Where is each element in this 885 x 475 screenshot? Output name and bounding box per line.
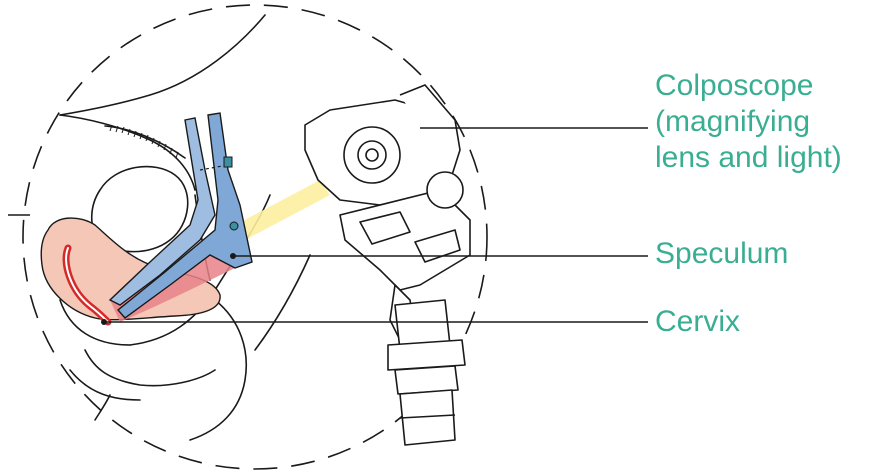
speculum-label: Speculum (655, 237, 789, 270)
pelvic-anatomy-illustration (59, 14, 311, 441)
colposcope-illustration (304, 84, 471, 446)
speculum-illustration (108, 112, 253, 319)
colposcope-label-line2: (magnifying (655, 105, 811, 138)
light-beam (235, 180, 330, 240)
leader-lines (106, 127, 648, 323)
cervix-label: Cervix (655, 305, 741, 338)
colposcope-label-line1: Colposcope (655, 69, 814, 102)
hatching (109, 124, 179, 159)
colposcope-label: Colposcope (magnifying lens and light) (655, 68, 842, 176)
magnifier-circle (22, 4, 488, 470)
cervix-point (101, 319, 107, 325)
colposcope-label-line3: lens and light) (655, 141, 842, 174)
